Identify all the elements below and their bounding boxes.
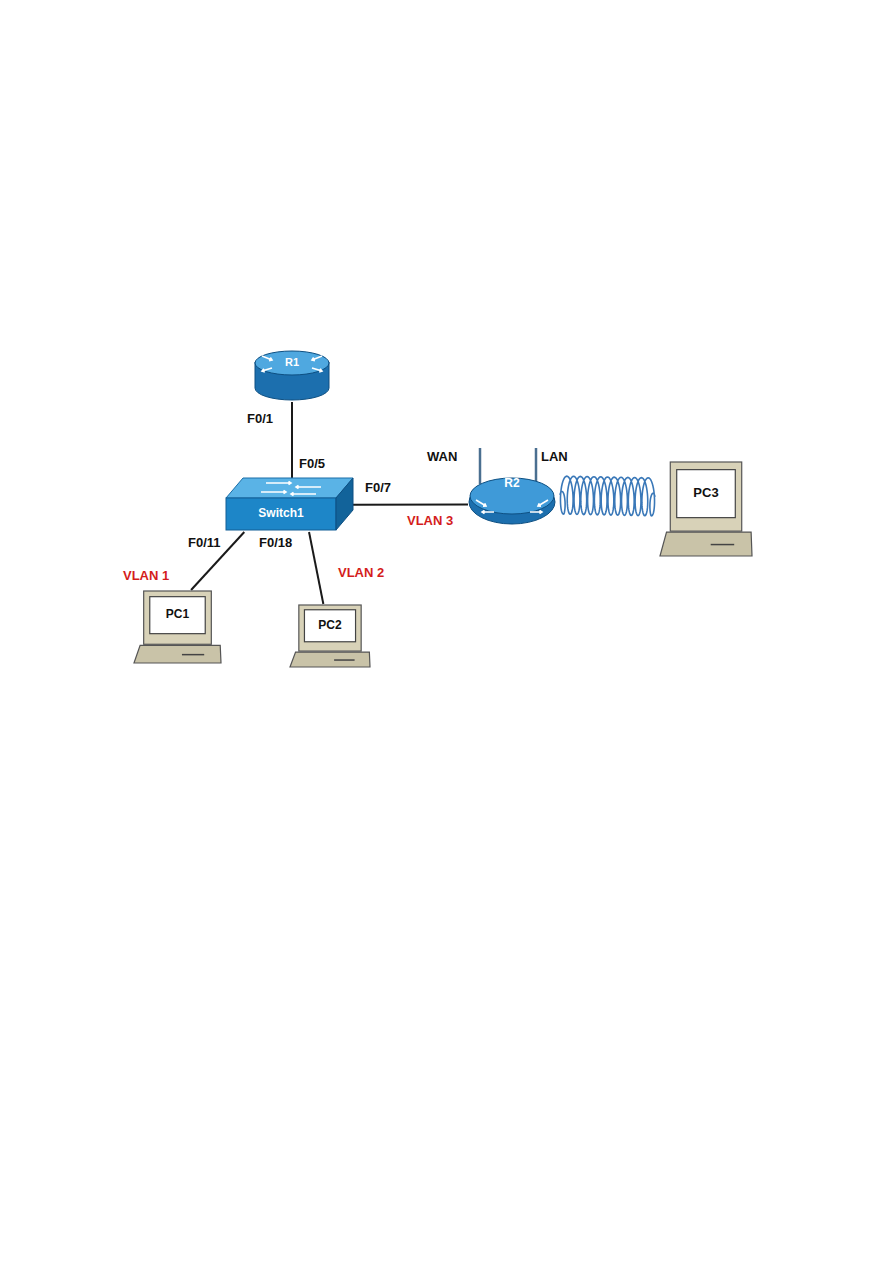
label-anchor: VLAN 3: [407, 514, 453, 529]
node-name: PC1: [151, 608, 204, 621]
keyboard: [134, 645, 221, 663]
pc-icon: [133, 590, 222, 664]
screen: [677, 470, 736, 518]
port-label: F0/7: [365, 481, 391, 496]
wireless-link: [560, 476, 655, 516]
cable-link: [353, 504, 468, 506]
vlan-label: VLAN 2: [338, 566, 384, 581]
cable-link: [291, 402, 293, 478]
screen: [304, 610, 355, 642]
router-node: R1: [254, 350, 330, 402]
node-name: PC2: [305, 619, 354, 632]
screen: [150, 597, 205, 634]
keyboard: [290, 652, 370, 667]
router-arrows: [476, 500, 548, 514]
label-anchor: F0/5: [299, 457, 325, 472]
port-label: F0/5: [299, 457, 325, 472]
label-anchor: F0/11: [188, 536, 221, 551]
monitor: [299, 605, 361, 651]
pc-icon: [659, 461, 753, 557]
computer-node: PC2: [289, 604, 371, 668]
switch-top: [226, 478, 353, 498]
label-anchor: WAN: [427, 450, 457, 465]
keyboard-slot: [711, 544, 735, 546]
port-label: F0/18: [259, 536, 292, 551]
router-top: [255, 351, 329, 375]
computer-node: PC1: [133, 590, 222, 664]
switch-side: [336, 478, 353, 530]
monitor: [144, 591, 212, 644]
vlan-label: VLAN 1: [123, 569, 169, 584]
keyboard-slot: [334, 659, 355, 661]
computer-node: PC3: [659, 461, 753, 557]
node-name: Switch1: [226, 507, 336, 520]
port-label: WAN: [427, 450, 457, 465]
node-name: PC3: [678, 486, 734, 500]
switch-arrows: [261, 481, 321, 495]
cable-link: [309, 532, 323, 604]
label-anchor: LAN: [541, 450, 568, 465]
switch-front: [226, 498, 336, 530]
label-anchor: F0/1: [247, 412, 273, 427]
label-anchor: F0/7: [365, 481, 391, 496]
pc-icon: [289, 604, 371, 668]
keyboard-slot: [182, 654, 204, 656]
port-label: F0/11: [188, 536, 221, 551]
router-top: [470, 478, 554, 514]
port-label: LAN: [541, 450, 568, 465]
switch-node: Switch1: [226, 478, 353, 532]
label-anchor: F0/18: [259, 536, 292, 551]
keyboard: [660, 532, 752, 556]
node-name: R2: [482, 477, 542, 490]
label-anchor: VLAN 2: [338, 566, 384, 581]
label-anchor: VLAN 1: [123, 569, 169, 584]
monitor: [670, 462, 741, 531]
vlan-label: VLAN 3: [407, 514, 453, 529]
node-name: R1: [254, 356, 330, 368]
switch-icon: [226, 478, 353, 532]
port-label: F0/1: [247, 412, 273, 427]
